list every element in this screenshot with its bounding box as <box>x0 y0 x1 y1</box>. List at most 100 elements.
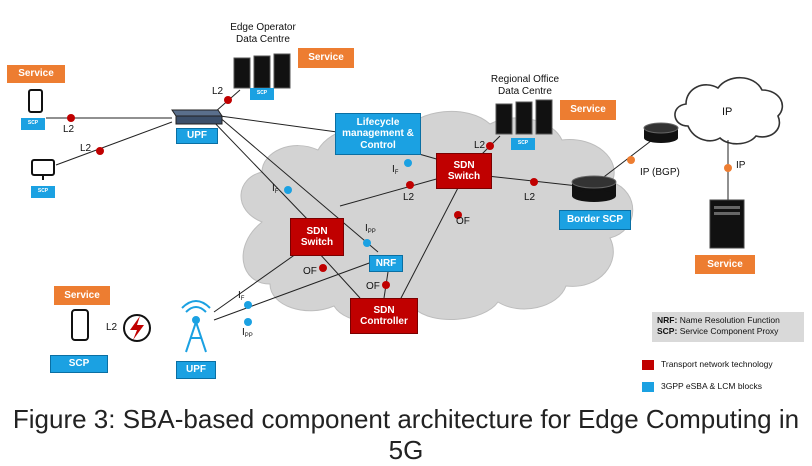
monitor-icon <box>31 159 55 180</box>
dot-if-lcm <box>404 159 412 167</box>
dot-of-sdn2 <box>454 211 462 219</box>
if-sub: F <box>240 296 245 302</box>
diagram-canvas <box>28 53 784 353</box>
if-label-lcm: IF <box>392 164 398 176</box>
ip-network-cloud <box>674 76 784 145</box>
link-sdn1-ctrl <box>317 251 361 299</box>
smartphone-bottom-icon <box>71 309 89 341</box>
smartphone-icon <box>28 89 43 113</box>
ipp-main: I <box>365 223 368 234</box>
upf-box-bottom: UPF <box>176 361 216 379</box>
operator-network-cloud <box>240 110 634 323</box>
ipp-main: I <box>242 327 245 338</box>
ip-server-icon <box>709 199 745 249</box>
dot-ipp-nrf <box>363 239 371 247</box>
of-label-sdn2: OF <box>456 216 470 227</box>
transport-dots <box>67 96 538 289</box>
radio-link-icon <box>123 314 151 342</box>
dot-l2-phone <box>67 114 75 122</box>
l2-label-laptop: L2 <box>80 143 92 154</box>
border-router-icon <box>571 175 617 202</box>
nrf-box: NRF <box>369 255 403 272</box>
regional-dc-label: Regional Office Data Centre <box>490 74 560 97</box>
ipp-sub: PP <box>367 229 376 235</box>
ip-dots <box>627 156 732 172</box>
dot-l2-regional <box>486 142 494 150</box>
of-label-sdn1: OF <box>303 266 317 277</box>
of-label-nrf: OF <box>366 281 380 292</box>
architecture-diagram: Service Service Service Service Service … <box>7 22 804 465</box>
legend-sba-label: 3GPP eSBA & LCM blocks <box>661 381 762 391</box>
dot-ipp-ran <box>244 318 252 326</box>
ip-cloud-label: IP <box>722 106 733 118</box>
l2-label-regional: L2 <box>474 140 486 151</box>
edge-dc-label: Edge Operator Data Centre <box>230 22 296 45</box>
service-box-bottom-left: Service <box>54 286 110 305</box>
upf-box-top: UPF <box>176 128 218 144</box>
if-main: I <box>238 290 241 301</box>
dot-of-sdn1 <box>319 264 327 272</box>
legend-nrf-text: Name Resolution Function <box>679 315 780 325</box>
legend-transport-swatch <box>642 360 654 370</box>
figure-caption: Figure 3: SBA-based component architectu… <box>12 404 800 465</box>
scp-tag-phone: SCP <box>21 118 45 130</box>
upf-switch-icon <box>171 109 223 125</box>
if-main: I <box>392 164 395 175</box>
service-box-edge: Service <box>298 48 354 68</box>
if-label-upf: IF <box>272 183 278 195</box>
if-sub: F <box>274 189 279 195</box>
l2-label-radio: L2 <box>106 322 118 333</box>
legend-scp-abbr: SCP: <box>657 326 678 337</box>
border-scp-box: Border SCP <box>559 210 631 230</box>
sdn-controller-box: SDN Controller <box>350 298 418 334</box>
legend-nrf: NRF: Name Resolution Function <box>657 315 799 326</box>
link-upf-sdn1 <box>209 117 311 223</box>
dot-if-ran <box>244 301 252 309</box>
link-sdn1-sdn2 <box>339 177 441 207</box>
ip-label: IP <box>736 160 746 171</box>
service-box-ip: Service <box>695 255 755 274</box>
scp-box-bottom: SCP <box>50 355 108 373</box>
bgp-router-icon <box>643 122 679 143</box>
ipp-label-nrf: IPP <box>365 223 376 235</box>
ip-bgp-label: IP (BGP) <box>640 167 680 178</box>
dot-l2-border <box>530 178 538 186</box>
legend-transport-label: Transport network technology <box>661 359 773 369</box>
link-upf-nrf <box>217 115 379 253</box>
dot-l2-laptop <box>96 147 104 155</box>
l2-label-phone: L2 <box>63 124 75 135</box>
service-box-top-left: Service <box>7 65 65 83</box>
l2-label-edge: L2 <box>212 86 224 97</box>
legend-sba-swatch <box>642 382 654 392</box>
if-label-ran: IF <box>238 290 244 302</box>
sdn-switch-box-left: SDN Switch <box>290 218 344 256</box>
lcm-box: Lifecycle management & Control <box>335 113 421 155</box>
link-sdn2-border <box>477 174 579 187</box>
link-ran-nrf <box>213 261 373 321</box>
legend-scp: SCP: Service Component Proxy <box>657 326 799 337</box>
l2-label-border: L2 <box>524 192 536 203</box>
dot-l2-sdn <box>406 181 414 189</box>
scp-tag-regional: SCP <box>511 138 535 150</box>
scp-tag-edge: SCP <box>250 88 274 100</box>
scp-tag-monitor: SCP <box>31 186 55 198</box>
ipp-sub: PP <box>244 333 253 339</box>
ipp-label-ran: IPP <box>242 327 253 339</box>
antenna-tower-icon <box>181 300 211 353</box>
dot-of-nrf <box>382 281 390 289</box>
legend-scp-text: Service Component Proxy <box>679 326 779 337</box>
if-sub: F <box>394 170 399 176</box>
dot-l2-edge <box>224 96 232 104</box>
l2-label-sdn: L2 <box>403 192 415 203</box>
sba-dots <box>244 159 412 326</box>
legend-nrf-abbr: NRF: <box>657 315 678 325</box>
sdn-switch-box-right: SDN Switch <box>436 153 492 189</box>
link-sdn2-ctrl <box>399 183 461 301</box>
edge-server-rack-icon <box>233 53 291 89</box>
dot-if-upf <box>284 186 292 194</box>
abbreviation-legend: NRF: Name Resolution Function SCP: Servi… <box>652 312 804 342</box>
regional-server-rack-icon <box>495 99 553 135</box>
link-laptop-upf <box>55 121 173 166</box>
if-main: I <box>272 183 275 194</box>
dot-ip <box>724 164 732 172</box>
